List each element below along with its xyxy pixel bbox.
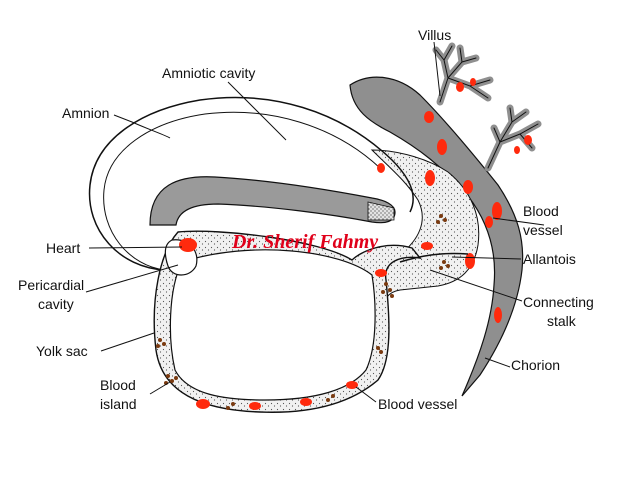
label-blood-island-1: Blood [100,377,136,393]
embryo [149,176,396,226]
label-blood-vessel-right-2: vessel [523,222,563,238]
label-blood-vessel-bottom: Blood vessel [378,396,457,412]
labels: Villus Amniotic cavity Amnion Blood vess… [18,27,594,412]
allantois-duct [399,252,469,263]
blood-vessels [179,78,532,410]
leader-lines [85,41,545,403]
label-chorion: Chorion [511,357,560,373]
label-yolk-sac: Yolk sac [36,343,88,359]
amnion-membrane [88,96,414,271]
label-amnion: Amnion [62,105,109,121]
label-allantois: Allantois [523,251,576,267]
label-pericardial-cavity-2: cavity [38,296,74,312]
label-amniotic-cavity: Amniotic cavity [162,65,255,81]
connecting-stalk [370,149,480,313]
label-connecting-stalk-1: Connecting [523,294,594,310]
watermark: Dr. Sherif Fahmy [231,231,378,253]
label-heart: Heart [46,240,80,256]
label-connecting-stalk-2: stalk [547,313,577,329]
label-blood-vessel-right-1: Blood [523,203,559,219]
label-blood-island-2: island [100,396,137,412]
chorion-band [349,76,524,397]
label-villus: Villus [418,27,451,43]
blood-islands [156,214,450,410]
label-pericardial-cavity-1: Pericardial [18,277,84,293]
